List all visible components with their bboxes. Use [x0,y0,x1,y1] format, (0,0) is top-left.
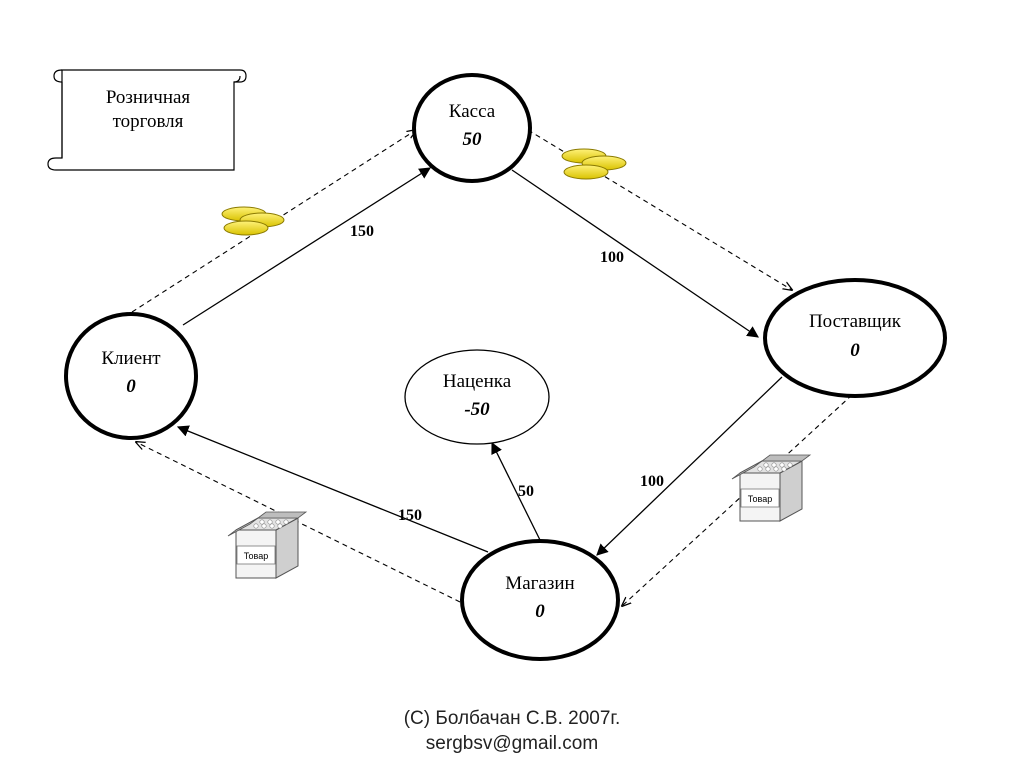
goods-label: Товар [748,494,773,504]
node-markup: Наценка -50 [404,349,550,445]
flow-label-shop-client: 150 [398,507,422,524]
node-kassa-label: Касса [449,101,496,122]
node-client-value: 0 [126,376,136,397]
node-kassa-value: 50 [463,129,483,150]
dashed-arrow-goods-supplier-shop [622,394,853,606]
arrow-kassa-supplier [511,169,759,338]
copyright-text: (С) Болбачан С.В. 2007г. [403,708,621,729]
dashed-arrow-money-kassa-supplier [527,129,792,290]
node-kassa: Касса 50 [412,73,532,183]
node-supplier-value: 0 [850,340,860,361]
scroll-title: Розничная торговля [105,87,191,132]
arrow-supplier-shop [596,376,783,556]
node-supplier-label: Поставщик [809,311,902,332]
node-markup-label: Наценка [443,371,512,392]
node-client: Клиент 0 [64,312,198,440]
flow-label-kassa-supplier: 100 [600,249,624,266]
arrow-shop-client [176,425,489,553]
arrow-client-kassa [182,167,431,326]
dashed-arrow-money-client-kassa [131,130,416,313]
goods-box-icon: Товар [731,454,812,522]
flow-label-supplier-shop: 100 [640,473,664,490]
flow-label-shop-markup: 50 [518,483,534,500]
coins-icon [221,206,285,236]
goods-box-icon: Товар [227,511,308,579]
author-email: sergbsv@gmail.com [425,733,599,754]
node-client-label: Клиент [101,348,161,369]
scroll-banner: Розничная торговля [47,69,247,171]
arrow-shop-markup [491,441,541,541]
flow-label-client-kassa: 150 [350,223,374,240]
coins-icon [561,148,627,180]
node-shop-value: 0 [535,601,545,622]
node-shop: Магазин 0 [460,539,620,661]
goods-label: Товар [244,551,269,561]
node-supplier: Поставщик 0 [763,278,947,398]
node-markup-value: -50 [464,399,490,420]
node-shop-label: Магазин [505,573,574,594]
